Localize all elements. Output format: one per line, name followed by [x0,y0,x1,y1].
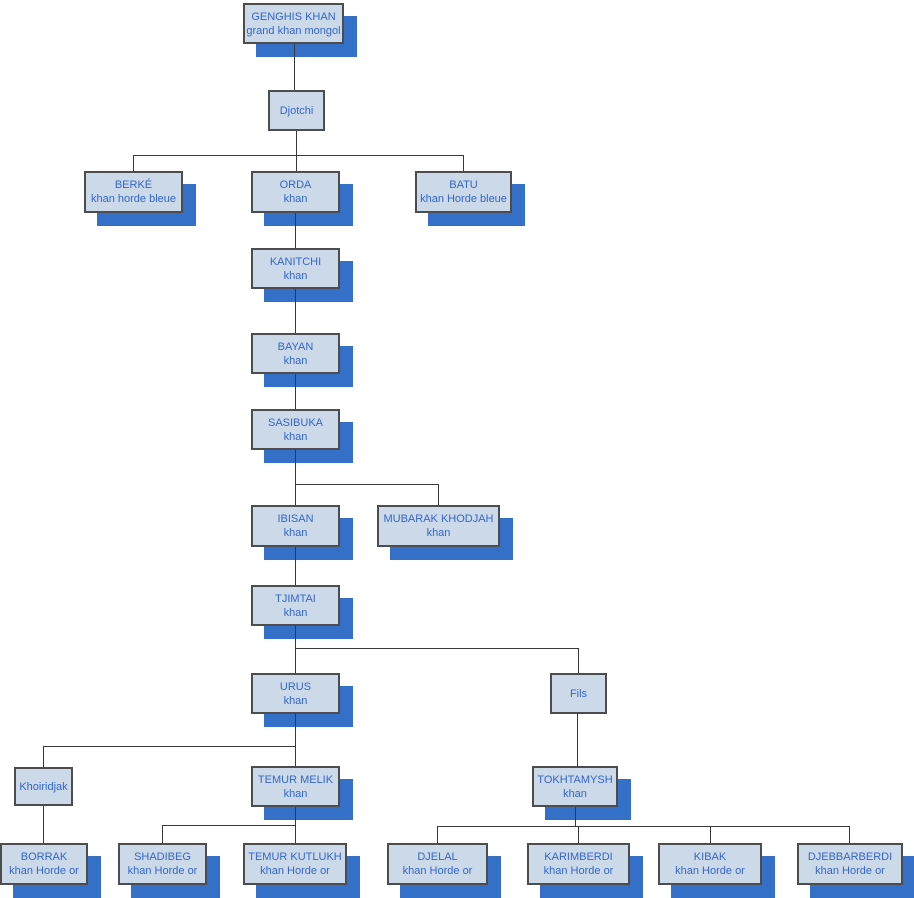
node-name: BERKÉ [114,179,153,191]
node-name: KARIMBERDI [544,851,613,863]
node-subtitle: khan [283,269,308,282]
node-name: MUBARAK KHODJAH [383,513,494,525]
node-name: Khoiridjak [19,780,68,793]
tree-node-ibisan: IBISAN khan [251,505,340,547]
connector-line-vertical [295,626,296,673]
connector-line-vertical [437,826,438,843]
node-subtitle: khan Horde or [9,865,79,877]
node-subtitle: khan Horde or [402,865,473,877]
tree-node-batu: BATU khan Horde bleue [415,171,512,213]
node-name: KANITCHI [269,255,322,268]
node-name: DJELAL [417,851,458,863]
tree-node-fils: Fils [550,673,607,714]
node-subtitle: khan Horde or [260,865,330,877]
connector-line-vertical [295,374,296,409]
connector-line-horizontal [437,826,850,827]
tree-node-borrak: BORRAK khan Horde or [0,843,88,885]
node-subtitle: khan [563,787,587,800]
node-subtitle: khan Horde or [815,865,885,877]
tree-node-kibak: KIBAK khan Horde or [658,843,762,885]
tree-node-djebbarberdi: DJEBBARBERDI khan Horde or [797,843,903,885]
connector-line-vertical [295,714,296,766]
node-name: KIBAK [693,851,727,863]
node-subtitle: khan [283,527,308,539]
node-subtitle: khan Horde or [675,865,745,877]
connector-line-horizontal [295,484,439,485]
node-subtitle: khan [283,430,308,443]
node-subtitle: khan [283,193,308,205]
node-subtitle: grand khan mongol [246,24,341,37]
node-name: GENGHIS KHAN [251,10,336,23]
node-name: BORRAK [20,851,68,863]
connector-line-horizontal [43,746,296,747]
node-name: BATU [449,179,478,191]
tree-node-shadibeg: SHADIBEG khan Horde or [118,843,207,885]
node-name: Djotchi [279,104,314,117]
tree-node-karimberdi: KARIMBERDI khan Horde or [527,843,630,885]
connector-line-vertical [43,806,44,843]
node-name: IBISAN [277,513,314,525]
node-subtitle: khan Horde or [543,865,614,877]
connector-line-vertical [295,547,296,585]
tree-node-orda: ORDA khan [251,171,340,213]
tree-node-mubarak-khodjah: MUBARAK KHODJAH khan [377,505,500,547]
node-subtitle: khan [283,694,308,707]
connector-line-horizontal [133,155,464,156]
connector-line-horizontal [162,825,296,826]
node-subtitle: khan [283,354,308,367]
tree-node-temur-kutlukh: TEMUR KUTLUKH khan Horde or [243,843,347,885]
node-name: TEMUR MELIK [257,773,334,786]
node-name: TJIMTAI [275,592,316,605]
node-name: SHADIBEG [134,851,191,863]
connector-line-vertical [578,648,579,673]
node-name: TEMUR KUTLUKH [248,851,342,863]
connector-line-vertical [162,825,163,843]
node-subtitle: khan Horde or [127,865,198,877]
connector-line-vertical [463,155,464,171]
node-name: URUS [279,680,312,693]
tree-node-berke: BERKÉ khan horde bleue [84,171,183,213]
node-name: DJEBBARBERDI [807,851,893,863]
node-subtitle: khan Horde bleue [420,193,507,205]
connector-line-vertical [849,826,850,843]
connector-line-vertical [710,826,711,843]
node-subtitle: khan [283,787,308,800]
tree-node-djotchi: Djotchi [268,90,325,131]
connector-line-vertical [295,213,296,248]
connector-line-vertical [577,714,578,766]
node-name: ORDA [279,179,312,191]
node-name: Fils [569,687,588,700]
connector-line-vertical [295,289,296,333]
connector-line-vertical [295,450,296,505]
node-subtitle: khan [283,606,308,619]
connector-line-vertical [43,746,44,767]
connector-line-horizontal [295,648,579,649]
tree-node-djelal: DJELAL khan Horde or [387,843,488,885]
node-name: BAYAN [277,340,314,353]
connector-line-vertical [294,44,295,90]
connector-line-vertical [578,826,579,843]
connector-line-vertical [133,155,134,171]
node-subtitle: khan [426,527,451,539]
node-name: SASIBUKA [267,416,324,429]
node-name: TOKHTAMYSH [537,773,613,786]
tree-node-khoiridjak: Khoiridjak [14,767,73,806]
connector-line-vertical [296,131,297,172]
node-subtitle: khan horde bleue [90,193,176,205]
connector-line-vertical [438,484,439,505]
connector-line-vertical [575,807,576,826]
